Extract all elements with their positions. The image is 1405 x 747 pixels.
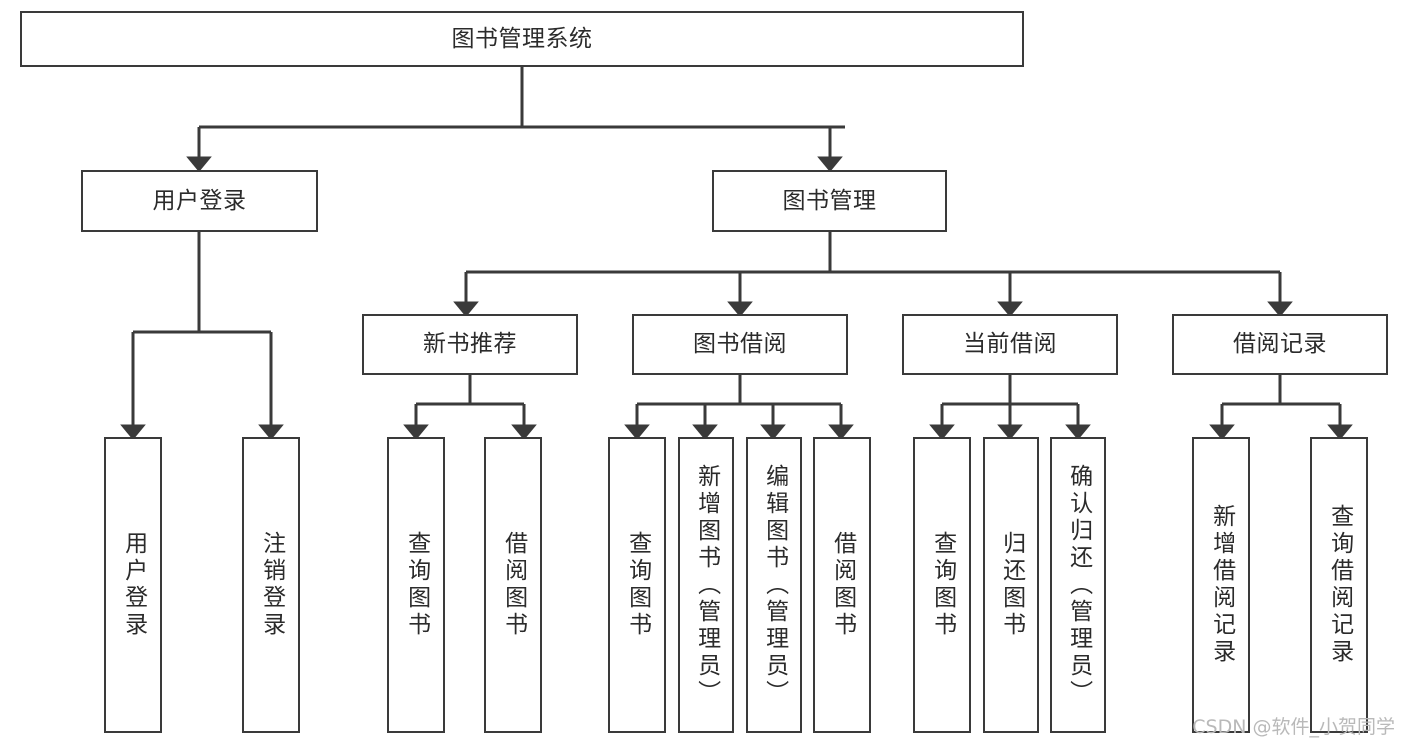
edge-current-to-leaves	[929, 375, 1091, 440]
leaf-query-book-2[interactable]: 查询图书	[608, 437, 666, 733]
edge-root-to-level2	[186, 67, 845, 172]
leaf-query-book-3[interactable]: 查询图书	[913, 437, 971, 733]
leaf-query-book-1[interactable]: 查询图书	[387, 437, 445, 733]
node-current-borrow-label: 当前借阅	[963, 331, 1057, 358]
node-user-login-label: 用户登录	[152, 187, 247, 214]
node-root-label: 图书管理系统	[451, 25, 593, 52]
leaf-borrow-book-2[interactable]: 借阅图书	[813, 437, 871, 733]
leaf-user-login-label: 用户登录	[120, 531, 147, 639]
node-book-borrow[interactable]: 图书借阅	[632, 314, 848, 375]
leaf-query-book-2-label: 查询图书	[624, 531, 651, 639]
leaf-add-book-label: 新增图书（管理员）	[693, 463, 720, 707]
leaf-user-logout[interactable]: 注销登录	[242, 437, 300, 733]
node-root[interactable]: 图书管理系统	[20, 11, 1024, 67]
node-new-book-recommend-label: 新书推荐	[423, 331, 517, 358]
edge-borrow-to-leaves	[624, 375, 854, 440]
node-book-borrow-label: 图书借阅	[693, 331, 787, 358]
node-borrow-records-label: 借阅记录	[1233, 331, 1327, 358]
leaf-borrow-book-1-label: 借阅图书	[500, 531, 527, 639]
leaf-edit-book[interactable]: 编辑图书（管理员）	[746, 437, 802, 733]
leaf-add-borrow-record[interactable]: 新增借阅记录	[1192, 437, 1250, 733]
leaf-query-borrow-record-label: 查询借阅记录	[1326, 504, 1353, 666]
leaf-user-logout-label: 注销登录	[258, 531, 285, 639]
edge-login-to-leaves	[120, 232, 284, 440]
leaf-add-borrow-record-label: 新增借阅记录	[1208, 504, 1235, 666]
leaf-query-book-1-label: 查询图书	[403, 531, 430, 639]
leaf-confirm-return[interactable]: 确认归还（管理员）	[1050, 437, 1106, 733]
leaf-user-login[interactable]: 用户登录	[104, 437, 162, 733]
leaf-borrow-book-1[interactable]: 借阅图书	[484, 437, 542, 733]
edge-bookmgmt-to-level3	[453, 232, 1293, 317]
node-new-book-recommend[interactable]: 新书推荐	[362, 314, 578, 375]
edge-records-to-leaves	[1209, 375, 1353, 440]
node-current-borrow[interactable]: 当前借阅	[902, 314, 1118, 375]
node-book-management[interactable]: 图书管理	[712, 170, 947, 232]
leaf-edit-book-label: 编辑图书（管理员）	[761, 463, 788, 707]
node-book-management-label: 图书管理	[782, 187, 877, 214]
leaf-return-book-label: 归还图书	[998, 531, 1025, 639]
leaf-return-book[interactable]: 归还图书	[983, 437, 1039, 733]
leaf-add-book[interactable]: 新增图书（管理员）	[678, 437, 734, 733]
edge-newbook-to-leaves	[403, 375, 537, 440]
leaf-query-book-3-label: 查询图书	[929, 531, 956, 639]
leaf-query-borrow-record[interactable]: 查询借阅记录	[1310, 437, 1368, 733]
node-user-login[interactable]: 用户登录	[81, 170, 318, 232]
node-borrow-records[interactable]: 借阅记录	[1172, 314, 1388, 375]
leaf-borrow-book-2-label: 借阅图书	[829, 531, 856, 639]
leaf-confirm-return-label: 确认归还（管理员）	[1065, 463, 1092, 707]
